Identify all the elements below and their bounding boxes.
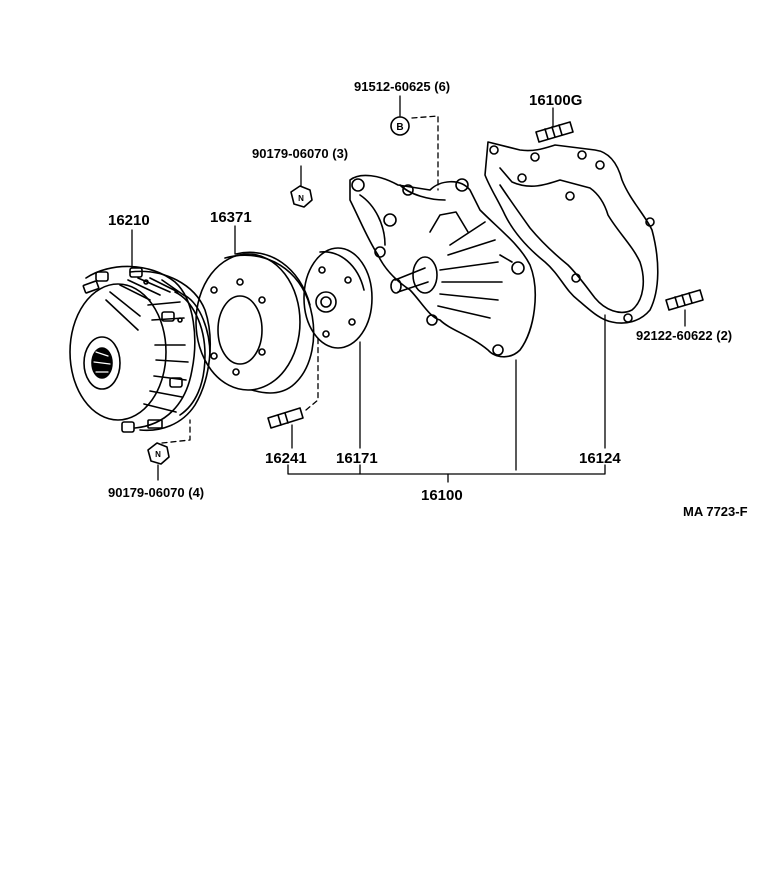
nut-90179-3: N xyxy=(290,185,313,208)
label-16241: 16241 xyxy=(265,450,307,467)
label-90179-06070-4: 90179-06070 (4) xyxy=(108,485,205,500)
water-pump-body xyxy=(349,174,536,358)
leader-lines xyxy=(131,95,686,483)
label-16171: 16171 xyxy=(336,450,378,467)
fluid-coupling-16210 xyxy=(69,265,211,433)
label-16210: 16210 xyxy=(108,212,150,229)
pulley-16371 xyxy=(195,251,315,394)
nut-90179-3-mark: N xyxy=(298,194,304,203)
label-16371: 16371 xyxy=(210,209,252,226)
nut-90179-4: N xyxy=(147,442,170,465)
gasket-16124 xyxy=(484,141,659,324)
stud-92122 xyxy=(665,289,704,311)
stud-16100g xyxy=(535,121,574,143)
label-16100: 16100 xyxy=(421,487,463,504)
label-92122-60622: 92122-60622 (2) xyxy=(636,328,733,343)
stud-16241 xyxy=(267,407,304,429)
flange-16171 xyxy=(303,247,373,349)
label-91512-60625: 91512-60625 (6) xyxy=(354,79,451,94)
diagram-reference-code: MA 7723-F xyxy=(683,504,748,519)
bolt-91512-mark: B xyxy=(396,122,403,133)
nut-90179-4-mark: N xyxy=(155,450,161,459)
label-90179-06070-3: 90179-06070 (3) xyxy=(252,146,349,161)
label-16100g: 16100G xyxy=(529,92,583,109)
bolt-91512: B xyxy=(390,116,410,136)
label-16124: 16124 xyxy=(579,450,621,467)
